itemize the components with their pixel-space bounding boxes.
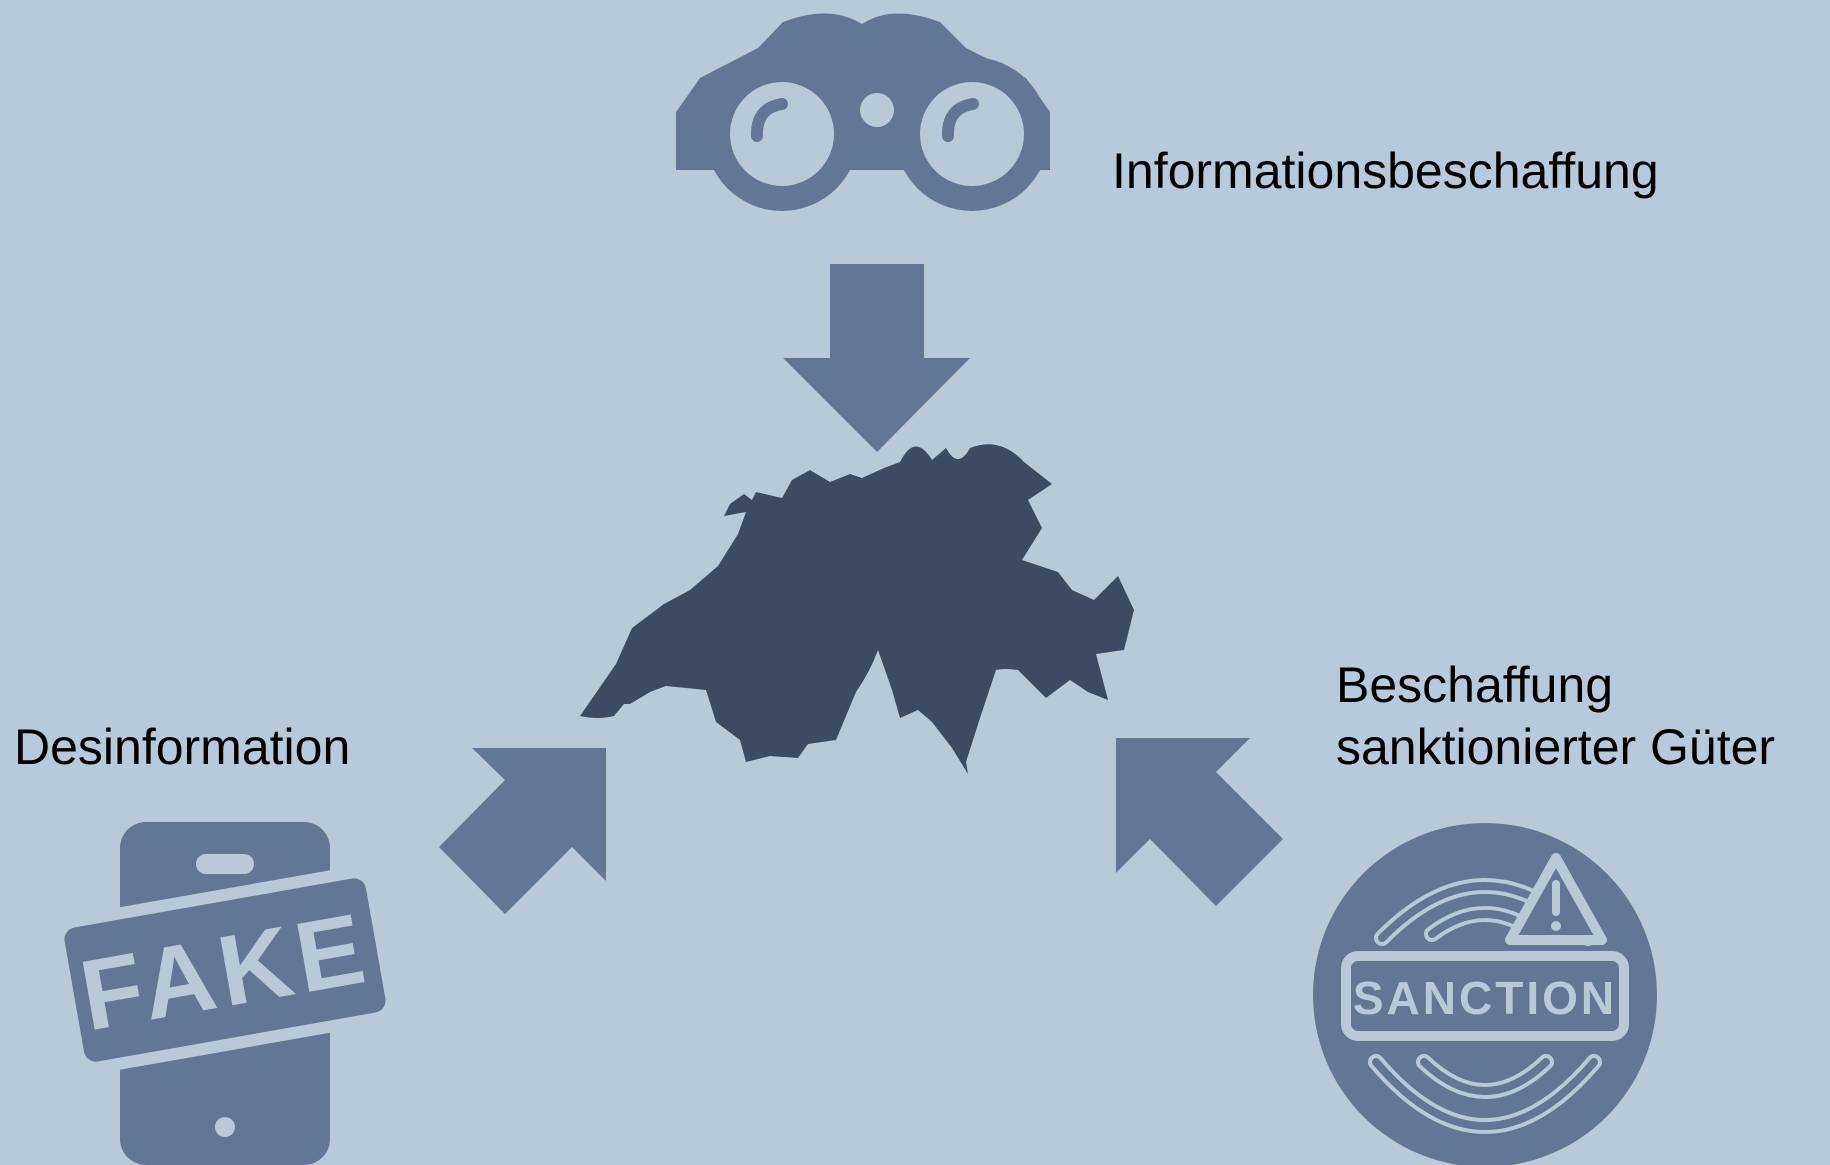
binoculars-icon — [676, 13, 1050, 211]
arrow-down — [783, 264, 970, 452]
arrow-up-left — [1116, 738, 1283, 906]
label-sanctioned-goods-line1: Beschaffung — [1336, 657, 1614, 713]
switzerland-map-icon — [580, 444, 1134, 774]
label-sanctioned-goods-line2: sanktionierter Güter — [1336, 719, 1776, 775]
sanction-stamp-icon: SANCTION — [1313, 823, 1657, 1165]
arrow-up-right — [439, 748, 606, 914]
fake-news-phone-icon: FAKE — [51, 822, 399, 1165]
sanction-text: SANCTION — [1353, 972, 1617, 1024]
label-sanctioned-goods: Beschaffung sanktionierter Güter — [1336, 654, 1775, 778]
label-information-gathering: Informationsbeschaffung — [1112, 143, 1659, 199]
label-disinformation: Desinformation — [14, 719, 351, 775]
